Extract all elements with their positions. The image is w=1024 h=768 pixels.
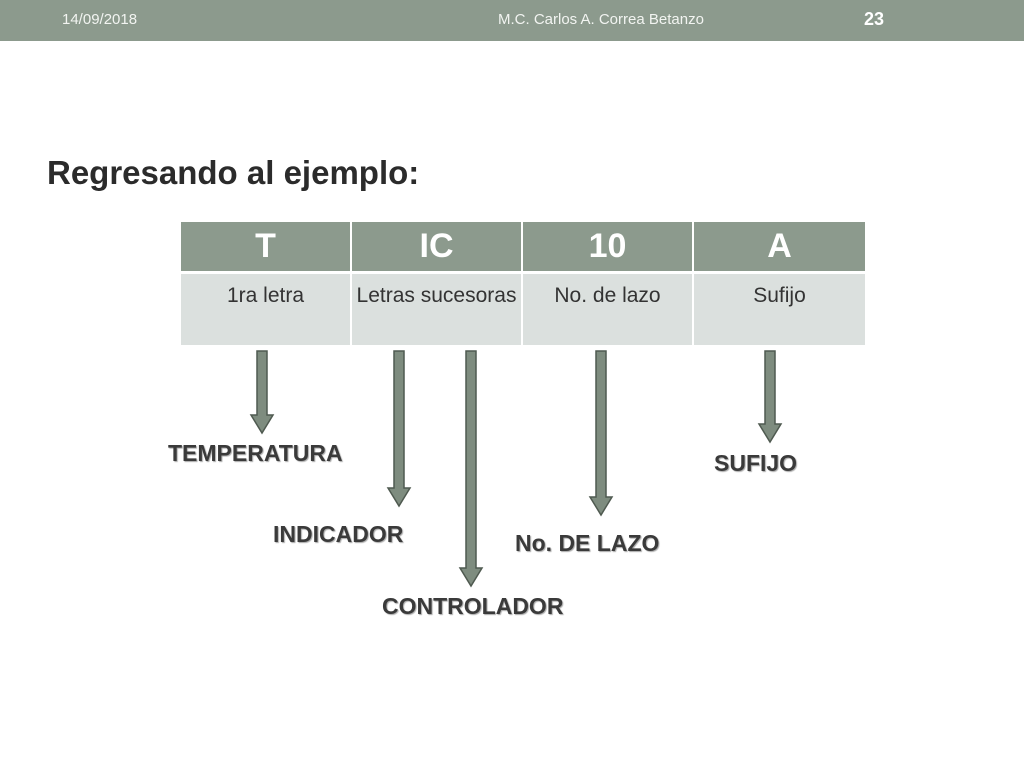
label-no-de-lazo: No. DE LAZO: [515, 530, 660, 556]
arrow-down-icon: [458, 350, 484, 588]
table-row: 1ra letra Letras sucesoras No. de lazo S…: [181, 274, 865, 345]
arrow-down-icon: [588, 350, 614, 517]
label-controlador: CONTROLADOR: [382, 593, 564, 619]
arrow-down-icon: [249, 350, 275, 435]
slide-author: M.C. Carlos A. Correa Betanzo: [498, 11, 704, 28]
table-header-cell: A: [694, 222, 865, 274]
arrow-down-icon: [386, 350, 412, 508]
arrow-down-icon: [757, 350, 783, 444]
table-header-row: T IC 10 A: [181, 222, 865, 274]
slide-page-number: 23: [864, 9, 885, 29]
slide-date: 14/09/2018: [62, 11, 138, 28]
slide-title: Regresando al ejemplo:: [47, 154, 420, 191]
table-cell: No. de lazo: [523, 274, 694, 345]
label-indicador: INDICADOR: [273, 521, 404, 547]
table-cell: Sufijo: [694, 274, 865, 345]
label-sufijo: SUFIJO: [714, 450, 798, 476]
table-cell: 1ra letra: [181, 274, 352, 345]
table-header-cell: T: [181, 222, 352, 274]
instrument-code-table: T IC 10 A 1ra letra Letras sucesoras No.…: [181, 222, 865, 345]
header-bar: 14/09/2018 M.C. Carlos A. Correa Betanzo…: [0, 0, 1024, 41]
table-header-cell: 10: [523, 222, 694, 274]
table-header-cell: IC: [352, 222, 523, 274]
label-temperatura: TEMPERATURA: [168, 440, 343, 466]
table-cell: Letras sucesoras: [352, 274, 523, 345]
